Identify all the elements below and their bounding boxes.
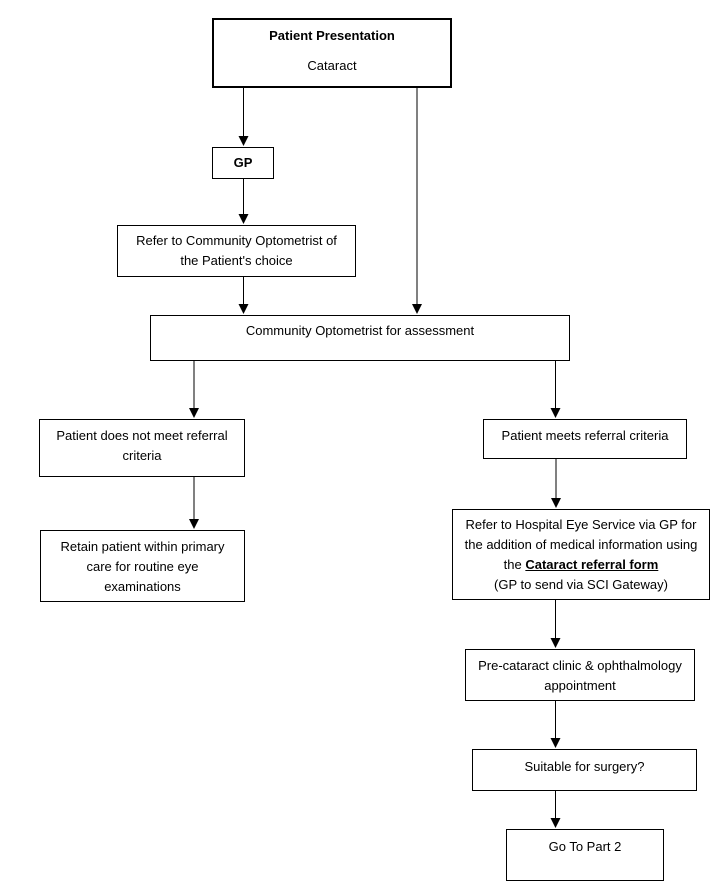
node-label-line: care for routine eye <box>86 559 199 574</box>
node-gp: GP <box>212 147 274 179</box>
node-community-optometrist-assessment: Community Optometrist for assessment <box>150 315 570 361</box>
node-label: Patient meets referral criteria <box>501 428 669 443</box>
node-title: Patient Presentation <box>269 28 395 43</box>
node-refer-community-optometrist: Refer to Community Optometrist of the Pa… <box>117 225 356 277</box>
node-refer-hospital-eye-service: Refer to Hospital Eye Service via GP for… <box>452 509 710 600</box>
node-pre-cataract-clinic: Pre-cataract clinic & ophthalmology appo… <box>465 649 695 701</box>
node-label: Suitable for surgery? <box>524 759 645 774</box>
node-go-to-part-2: Go To Part 2 <box>506 829 664 881</box>
node-label-line: the Patient's choice <box>180 253 293 268</box>
node-suitable-for-surgery: Suitable for surgery? <box>472 749 697 791</box>
node-subtitle: Cataract <box>307 58 357 73</box>
node-label: Community Optometrist for assessment <box>245 323 475 338</box>
node-label-line: examinations <box>104 579 181 594</box>
node-label-line: criteria <box>122 448 162 463</box>
node-patient-meets-criteria: Patient meets referral criteria <box>483 419 687 459</box>
node-label-line: Refer to Community Optometrist of <box>136 233 337 248</box>
node-label-line: the addition of medical information usin… <box>464 537 698 552</box>
node-label: Go To Part 2 <box>548 839 622 854</box>
node-label-line: (GP to send via SCI Gateway) <box>494 577 668 592</box>
node-label: GP <box>233 155 253 170</box>
node-label-line: the Cataract referral form <box>453 555 709 575</box>
node-label-line: Pre-cataract clinic & ophthalmology <box>478 658 682 673</box>
node-label-line: appointment <box>544 678 616 693</box>
node-label-line: Refer to Hospital Eye Service via GP for <box>465 517 697 532</box>
node-patient-does-not-meet-criteria: Patient does not meet referral criteria <box>39 419 245 477</box>
node-label-line: Retain patient within primary <box>60 539 225 554</box>
node-label-text: the <box>503 557 526 572</box>
cataract-referral-form-link: Cataract referral form <box>525 557 659 572</box>
node-patient-presentation: Patient Presentation Cataract <box>212 18 452 88</box>
node-retain-patient-primary-care: Retain patient within primary care for r… <box>40 530 245 602</box>
node-label-line: Patient does not meet referral <box>56 428 228 443</box>
